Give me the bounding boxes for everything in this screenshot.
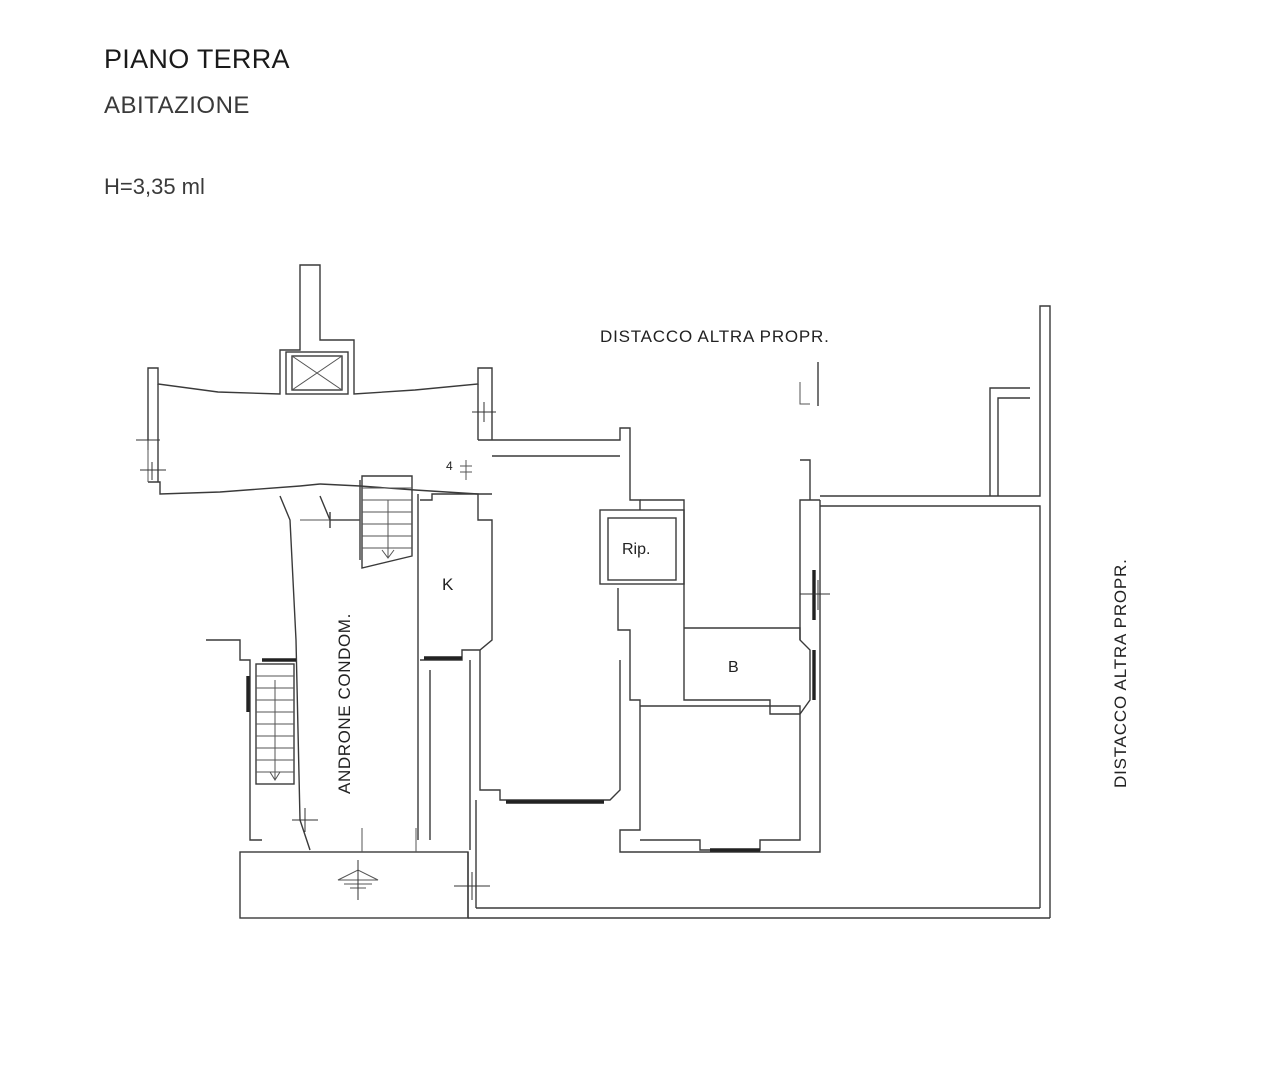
kitchen-label: K — [442, 575, 454, 594]
upper-corridor — [136, 264, 496, 495]
androne-condominiale — [279, 480, 419, 851]
stair-upper — [361, 475, 413, 569]
corridor-rooms — [617, 459, 830, 853]
ventilation-shaft — [285, 351, 349, 395]
stair-lower — [206, 639, 296, 841]
kitchen-room — [420, 493, 493, 850]
right-neighbor-label: DISTACCO ALTRA PROPR. — [1111, 558, 1130, 788]
plan-subtitle: ABITAZIONE — [104, 92, 250, 119]
bottom-yard — [239, 800, 1050, 919]
androne-label: ANDRONE CONDOM. — [335, 613, 354, 794]
bath-label: B — [728, 659, 739, 676]
top-neighbor-label: DISTACCO ALTRA PROPR. — [600, 327, 830, 346]
radiator-symbol — [460, 460, 472, 480]
terrace-area — [799, 305, 1051, 918]
living-room — [478, 427, 641, 804]
ceiling-height: H=3,35 ml — [104, 174, 205, 199]
storage-label: Rip. — [622, 541, 650, 558]
plan-title: PIANO TERRA — [104, 44, 290, 74]
step-number-label: 4 — [446, 459, 453, 473]
